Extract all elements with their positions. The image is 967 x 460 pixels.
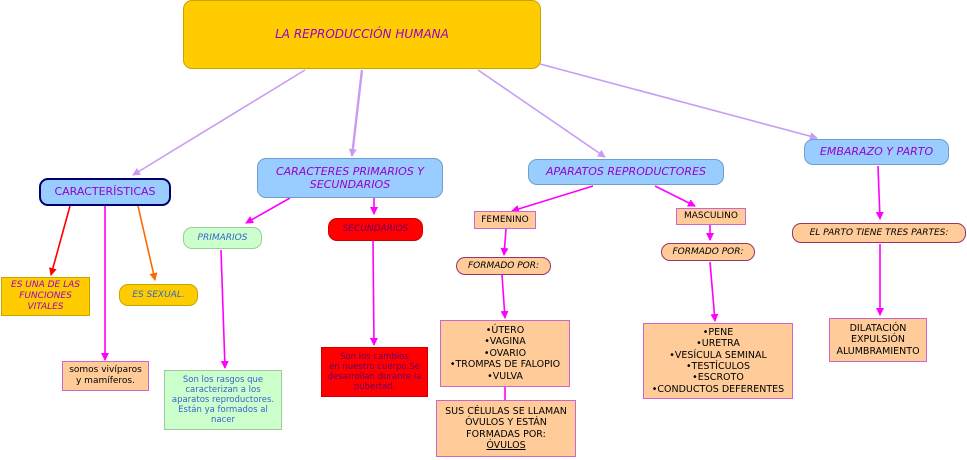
aparatos-node[interactable]: APARATOS REPRODUCTORES — [528, 159, 724, 185]
viviparos-node[interactable]: somos vivíparos y mamíferos. — [62, 361, 149, 391]
tres-partes-text: EL PARTO TIENE TRES PARTES: — [809, 227, 949, 238]
secundarios-desc-node[interactable]: Son los cambios en nuestro cuerpo.Se des… — [321, 347, 428, 397]
embarazo-node[interactable]: EMBARAZO Y PARTO — [804, 139, 949, 165]
link-primarios-desc — [220, 249, 229, 369]
masculino-text: MASCULINO — [684, 211, 738, 222]
secundarios-node[interactable]: SECUNDARIOS — [328, 218, 423, 241]
celulas-node[interactable]: SUS CÉLULAS SE LLAMAN ÓVULOS Y ESTÁN FOR… — [436, 400, 576, 457]
viviparos-text: somos vivíparos y mamíferos. — [69, 365, 142, 386]
primarios-desc-node[interactable]: Son los rasgos que caracterizan a los ap… — [164, 370, 282, 430]
link-root-caracteristicas — [132, 69, 306, 176]
link-aparatos-femenino — [511, 185, 594, 213]
primarios-desc-text: Son los rasgos que caracterizan a los ap… — [171, 374, 275, 426]
sexual-node[interactable]: ES SEXUAL. — [119, 284, 198, 306]
link-secundarios-desc — [369, 240, 378, 346]
masculino-list-node[interactable]: •PENE •URETRA •VESÍCULA SEMINAL •TESTÍCU… — [643, 323, 793, 399]
femenino-text: FEMENINO — [481, 214, 529, 225]
funciones-text: ES UNA DE LAS FUNCIONES VITALES — [11, 280, 80, 312]
celulas-text: SUS CÉLULAS SE LLAMAN ÓVULOS Y ESTÁN FOR… — [445, 405, 567, 440]
link-aparatos-masculino — [654, 185, 696, 207]
caracteristicas-node[interactable]: CARACTERÍSTICAS — [39, 178, 171, 206]
root-title: LA REPRODUCCIÓN HUMANA — [275, 27, 449, 42]
femenino-list-text: •ÚTERO •VAGINA •OVARIO •TROMPAS DE FALOP… — [449, 325, 561, 382]
aparatos-title: APARATOS REPRODUCTORES — [545, 165, 707, 179]
tres-partes-node[interactable]: EL PARTO TIENE TRES PARTES: — [792, 223, 966, 243]
femenino-node[interactable]: FEMENINO — [474, 211, 536, 229]
masculino-formado-text: FORMADO POR: — [672, 246, 744, 257]
caracteres-node[interactable]: CARACTERES PRIMARIOS Y SECUNDARIOS — [257, 158, 443, 198]
link-car-funciones — [49, 205, 71, 276]
link-embarazo-tres — [875, 165, 884, 220]
sexual-text: ES SEXUAL. — [132, 289, 185, 300]
root-node[interactable]: LA REPRODUCCIÓN HUMANA — [183, 0, 541, 69]
link-femenino-list — [500, 274, 509, 319]
link-femenino-formado — [500, 228, 509, 256]
embarazo-title: EMBARAZO Y PARTO — [819, 145, 934, 159]
link-root-caracteres — [348, 69, 364, 157]
link-masculino-list — [709, 261, 719, 322]
femenino-list-node[interactable]: •ÚTERO •VAGINA •OVARIO •TROMPAS DE FALOP… — [440, 320, 570, 387]
partes-list-text: DILATACIÓN EXPULSIÓN ALUMBRAMIENTO — [836, 322, 920, 357]
celulas-ovulos: ÓVULOS — [486, 439, 526, 451]
link-root-embarazo — [539, 63, 818, 141]
funciones-node[interactable]: ES UNA DE LAS FUNCIONES VITALES — [1, 277, 90, 316]
caracteres-title: CARACTERES PRIMARIOS Y SECUNDARIOS — [275, 164, 425, 191]
secundarios-desc-text: Son los cambios en nuestro cuerpo.Se des… — [327, 351, 422, 393]
primarios-text: PRIMARIOS — [197, 232, 248, 243]
partes-list-node[interactable]: DILATACIÓN EXPULSIÓN ALUMBRAMIENTO — [829, 318, 927, 362]
link-car-sexual — [137, 205, 158, 281]
primarios-node[interactable]: PRIMARIOS — [183, 227, 262, 249]
caracteristicas-title: CARACTERÍSTICAS — [54, 185, 156, 199]
secundarios-text: SECUNDARIOS — [342, 224, 409, 235]
masculino-formado-node[interactable]: FORMADO POR: — [661, 243, 755, 261]
link-root-aparatos — [477, 69, 606, 158]
masculino-list-text: •PENE •URETRA •VESÍCULA SEMINAL •TESTÍCU… — [651, 326, 785, 395]
link-caracteres-primarios — [245, 197, 291, 224]
masculino-node[interactable]: MASCULINO — [676, 208, 746, 225]
femenino-formado-node[interactable]: FORMADO POR: — [456, 257, 551, 275]
femenino-formado-text: FORMADO POR: — [467, 260, 540, 271]
